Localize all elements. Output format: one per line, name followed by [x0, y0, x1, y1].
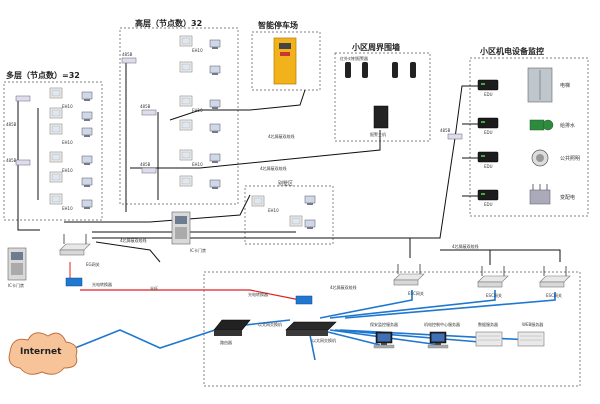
edu-label-2: EDU [484, 130, 493, 135]
elevator-icon [527, 67, 553, 103]
hub-multi-label: EG网关 [86, 262, 100, 267]
router-icon [213, 319, 251, 336]
multi-layer-title: 多层（节点数）=32 [6, 71, 80, 80]
alarm-host-icon [373, 105, 389, 129]
eh-label-6: EH10 [192, 108, 203, 113]
bus-485-left-label: 485B [6, 122, 17, 127]
converter-label-2: 光电转换器 [248, 292, 268, 297]
esc-gateway-label-3: ESC网关 [546, 293, 562, 298]
transformer-icon [529, 184, 551, 205]
server-center-label: 机电控制中心服务器 [424, 322, 460, 327]
esc-gateway-label-1: ESC网关 [408, 291, 424, 296]
gateway-icon [393, 263, 571, 288]
bus-485-left-label-2: 485B [6, 158, 17, 163]
edu-label-4: EDU [484, 202, 493, 207]
gateway-icon [59, 233, 91, 256]
bus-485-high-label: 485B [122, 52, 133, 57]
router-label: 路由器 [220, 340, 232, 345]
fiber-line [80, 289, 301, 301]
link-villa-label: 4芯屏蔽双绞线 [260, 166, 287, 171]
light-label: 公共照明 [560, 156, 581, 162]
link-multi-label: 4芯屏蔽双绞线 [120, 238, 147, 243]
hub-eq [447, 133, 463, 140]
center-region [203, 271, 581, 387]
esc-gateway-label-2: ESC网关 [486, 293, 502, 298]
edu-label-3: EDU [484, 164, 493, 169]
perimeter-region [334, 52, 431, 142]
server-data-label: 数据服务器 [478, 322, 498, 327]
bus-485-eq-label: 485B [440, 128, 451, 133]
pump-icon [529, 119, 554, 131]
parking-title: 智能停车场 [258, 21, 298, 30]
equipment-title: 小区机电设备监控 [480, 47, 544, 56]
perimeter-sensor-label: 红外对射报警器 [340, 56, 368, 61]
converter-icon [295, 295, 313, 305]
eh-label-5: EH10 [192, 48, 203, 53]
power-label: 变配电 [560, 195, 576, 201]
eh-label-3: EH10 [62, 168, 73, 173]
door-multi-label: IC卡门禁 [8, 283, 24, 288]
parking-region [251, 31, 321, 91]
link-esc-label: 4芯屏蔽双绞线 [330, 285, 357, 290]
equipment-region [469, 57, 589, 217]
switch-icon [285, 321, 337, 336]
lamp-icon [531, 149, 549, 167]
edu-box-icon [477, 79, 499, 201]
perimeter-host-label: 报警主机 [370, 132, 386, 137]
elevator-label: 电梯 [560, 83, 571, 89]
multi-layer-devices [15, 87, 93, 210]
multi-layer-region [3, 81, 103, 221]
eh-label-2: EH10 [62, 140, 73, 145]
eh-label-villa: EH10 [268, 208, 279, 213]
high-layer-devices [121, 35, 221, 190]
high-layer-region [119, 27, 239, 205]
villa-devices [251, 195, 316, 230]
bus-485-high-label-2: 485B [140, 104, 151, 109]
switch-label: 以太网交换机 [258, 322, 282, 327]
eh-label-1: EH10 [62, 104, 73, 109]
server-web-label: WEB服务器 [522, 322, 544, 327]
villa-title: 别墅区 [278, 181, 294, 187]
bus-485-high-label-3: 485B [140, 162, 151, 167]
eh-label-7: EH10 [192, 162, 203, 167]
link-eq-label: 4芯屏蔽双绞线 [452, 244, 479, 249]
parking-barrier-icon [273, 37, 297, 85]
villa-region [244, 185, 334, 245]
pump-label: 给排水 [560, 123, 576, 129]
perimeter-title: 小区周界围墙 [352, 43, 400, 52]
internet-label: Internet [20, 347, 62, 357]
edu-label-1: EDU [484, 92, 493, 97]
server-security-label: 保安监控服务器 [370, 322, 398, 327]
converter-icon [65, 277, 83, 287]
bus-lines [17, 60, 561, 265]
intercom-panel-icon [7, 247, 27, 281]
alarm-sensor-icon [345, 62, 416, 78]
intercom-panel-icon [171, 211, 191, 245]
ethernet-switch-bottom-label: 以太网交换机 [312, 338, 336, 343]
converter-label: 光电转换器 [92, 282, 112, 287]
link-high-label: 4芯屏蔽双绞线 [268, 134, 295, 139]
internet-cloud-icon [8, 332, 78, 375]
eh-label-4: EH10 [62, 206, 73, 211]
fiber-label: 光纤 [150, 286, 158, 291]
door-high-label: IC卡门禁 [190, 248, 206, 253]
high-layer-title: 高层（节点数）32 [135, 19, 203, 28]
